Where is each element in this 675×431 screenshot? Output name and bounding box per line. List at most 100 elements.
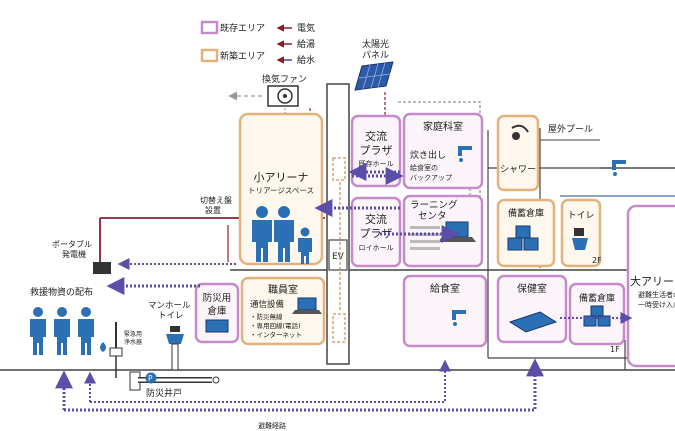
storage-b-label: 備蓄倉庫	[579, 292, 615, 304]
legend-hotwater-label: 給湯	[297, 38, 315, 50]
home-economics-title: 家庭科室	[423, 120, 463, 133]
evacuees-icon	[30, 307, 94, 355]
legend-swatch-existing	[200, 20, 219, 35]
shower-box	[496, 114, 540, 192]
learning-center-line1: ラーニング	[410, 199, 458, 211]
exchange-plaza-a-line1: 交流	[365, 129, 387, 143]
comm-item-3: ・インターネット	[250, 330, 302, 339]
evac-route-label: 避難経路	[258, 421, 286, 430]
portable-generator: ポータブル 発電機	[52, 239, 111, 274]
staff-room-box	[240, 276, 326, 346]
evacuation-route: 避難経路	[55, 358, 544, 430]
switch-panel-label-2: 設置	[205, 205, 221, 215]
home-economics-box	[402, 112, 484, 190]
legend-electric-label: 電気	[297, 22, 315, 34]
kitchen-faucet-icon	[452, 310, 466, 326]
disaster-storage-line2: 倉庫	[207, 305, 227, 317]
well-pump-icon	[100, 322, 123, 378]
switch-panel-label-1: 切替え盤	[200, 195, 232, 205]
toilet-room: トイレ 2F	[560, 198, 602, 268]
vent-fan: 換気ファン	[228, 73, 307, 120]
generator-icon	[93, 262, 111, 274]
emergency-water-label-1: 緊急用	[124, 330, 142, 338]
legend-water-label: 給水	[297, 54, 315, 66]
small-arena-subtitle: トリアージスペース	[248, 186, 314, 195]
shower-room: シャワー	[496, 114, 540, 192]
comm-equipment-label: 通信設備	[250, 299, 285, 310]
storage-room-1f: 備蓄倉庫 1F	[568, 282, 626, 354]
exchange-plaza-b-box	[350, 196, 402, 268]
large-arena-sub2: 一時受け入れ	[638, 300, 675, 309]
flow-arrows	[106, 163, 633, 324]
disaster-well-label: 防災井戸	[146, 387, 182, 399]
solar-panel: 太陽光 パネル	[354, 38, 394, 91]
exchange-plaza-b-sub: ロイホール	[359, 244, 394, 252]
manhole-toilet-label-1: マンホール	[148, 301, 191, 311]
p-badge-label: P	[148, 374, 153, 383]
solar-panel-icon	[354, 61, 394, 91]
ev-box	[328, 239, 348, 271]
storage-box-icon	[205, 319, 229, 333]
small-arena-title: 小アリーナ	[254, 171, 309, 184]
kitchen-title: 給食室	[430, 282, 460, 295]
storage-b-boxes-icon	[583, 305, 611, 327]
comm-item-2: ・専用回線(電話)	[250, 321, 301, 330]
vent-fan-label: 換気ファン	[262, 73, 307, 85]
shower-label: シャワー	[500, 165, 536, 175]
exchange-plaza-a-line2: プラザ	[360, 144, 393, 157]
exchange-plaza-new: 交流 プラザ ロイホール	[350, 196, 402, 268]
solar-label-1: 太陽光	[362, 38, 389, 50]
floor-1f-label: 1F	[610, 345, 620, 354]
learning-center-line2: センタ	[418, 211, 447, 222]
legend: 既存エリア 新築エリア 電気 給湯 給水	[200, 20, 315, 66]
solar-label-2: パネル	[362, 50, 389, 61]
toilet-icon	[572, 228, 588, 250]
exchange-plaza-b-line1: 交流	[365, 212, 387, 226]
legend-new-label: 新築エリア	[220, 50, 265, 62]
supplies-distribution-label: 救援物資の配布	[30, 286, 93, 298]
large-arena-box	[626, 204, 675, 368]
cooking-line1: 炊き出し	[410, 149, 446, 161]
manhole-toilet-icon	[166, 326, 184, 371]
cooking-line2: 給食室の	[410, 163, 438, 172]
disaster-well: P 防災井戸	[129, 371, 220, 399]
shower-head-icon	[511, 124, 529, 140]
toilet-label: トイレ	[567, 211, 594, 221]
storage-room-2f: 備蓄倉庫	[496, 198, 556, 268]
outdoor-pool-label: 屋外プール	[548, 123, 593, 135]
home-economics-room: 家庭科室 炊き出し 給食室の バックアップ	[402, 112, 484, 190]
large-arena: 大アリーナ 避難生活者の 一時受け入れ	[626, 204, 675, 368]
storage-a-label: 備蓄倉庫	[508, 207, 544, 219]
people-icon	[252, 206, 312, 264]
fan-icon	[267, 85, 299, 107]
bed-icon	[508, 311, 558, 333]
manhole-toilet: マンホール トイレ	[148, 301, 191, 371]
ev-label: EV	[332, 252, 345, 262]
legend-existing-label: 既存エリア	[220, 22, 265, 34]
disaster-storage-line1: 防災用	[203, 292, 232, 304]
floor-2f-label: 2F	[592, 256, 602, 265]
large-arena-sub1: 避難生活者の	[638, 290, 675, 299]
emergency-water-purifier: 緊急用 浄水器	[100, 322, 142, 378]
legend-swatch-new	[200, 48, 219, 63]
pipe-icon	[129, 371, 220, 391]
health-room-title: 保健室	[517, 282, 547, 295]
large-arena-title: 大アリーナ	[630, 274, 675, 288]
outdoor-faucet-icon	[612, 160, 626, 176]
kitchen-room: 給食室	[402, 274, 488, 348]
exchange-plaza-b-line2: プラザ	[360, 227, 393, 240]
staff-room-title: 職員室	[268, 283, 298, 296]
central-shaft	[326, 83, 350, 365]
generator-label-2: 発電機	[62, 249, 86, 259]
cooking-line3: バックアップ	[410, 174, 452, 182]
learning-center: ラーニング センタ	[402, 194, 484, 268]
disaster-storage: 防災用 倉庫	[194, 282, 240, 344]
p-badge	[145, 372, 157, 384]
boxes-icon	[507, 225, 539, 251]
emergency-water-label-2: 浄水器	[124, 338, 142, 346]
generator-label-1: ポータブル	[52, 239, 92, 249]
computer-icon	[292, 297, 322, 314]
health-room: 保健室	[496, 274, 568, 344]
faucet-icon	[458, 146, 472, 162]
